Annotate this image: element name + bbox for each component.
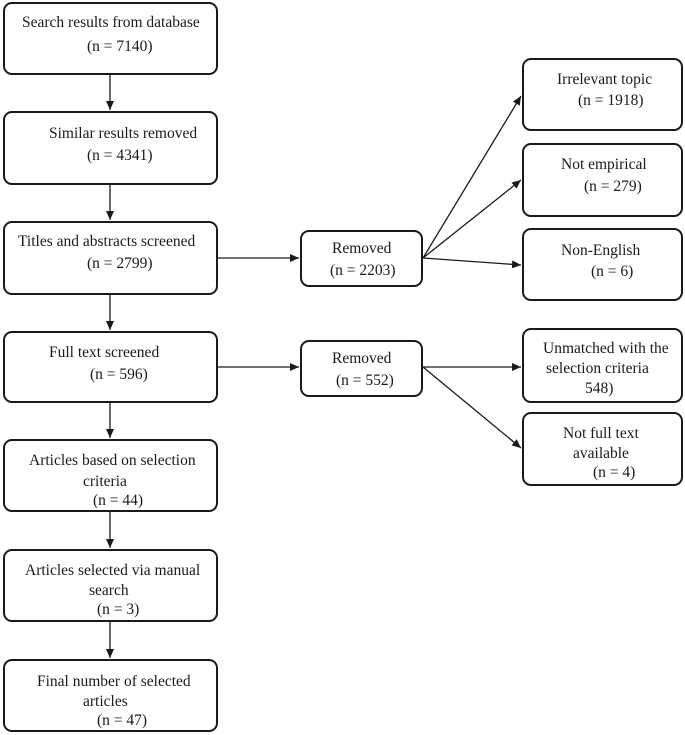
box-count: (n = 279) xyxy=(584,178,642,195)
box-title-line-1: Unmatched with the xyxy=(543,340,669,357)
arrow-removed-1-to-irrelevant xyxy=(422,95,522,259)
box-count: (n = 552) xyxy=(336,372,394,389)
box-count: (n = 7140) xyxy=(87,38,153,55)
box-count: (n = 6) xyxy=(591,263,634,280)
titles-abstracts-screened-box: Titles and abstracts screened (n = 2799) xyxy=(3,221,218,295)
reason-box-non-english: Non-English (n = 6) xyxy=(522,228,683,301)
box-title: Non-English xyxy=(561,242,641,259)
box-count: (n = 2799) xyxy=(87,255,153,272)
box-count: (n = 44) xyxy=(93,492,144,509)
box-count: (n = 4) xyxy=(593,464,636,481)
box-count: (n = 596) xyxy=(90,366,148,383)
box-title: Removed xyxy=(332,240,392,257)
removed-box-1: Removed (n = 2203) xyxy=(300,230,423,287)
manual-search-box: Articles selected via manual search (n =… xyxy=(3,549,218,622)
box-count: (n = 1918) xyxy=(578,92,644,109)
box-title: Irrelevant topic xyxy=(557,71,653,88)
reason-box-not-empirical: Not empirical (n = 279) xyxy=(522,143,683,217)
box-count: (n = 47) xyxy=(97,712,148,729)
arrow-removed-2-to-not-full-text xyxy=(422,366,522,449)
arrow-removed-1-to-not-empirical xyxy=(422,179,522,259)
box-title-line-2: search xyxy=(89,582,129,599)
box-count: 548) xyxy=(585,380,614,397)
box-title-line-1: Articles based on selection xyxy=(29,452,196,469)
box-title: Titles and abstracts screened xyxy=(18,233,196,250)
box-title-line-2: articles xyxy=(83,693,128,710)
reason-box-not-full-text: Not full text available (n = 4) xyxy=(522,412,683,486)
box-title-line-2: available xyxy=(573,445,629,462)
box-count: (n = 2203) xyxy=(330,262,396,279)
similar-removed-box: Similar results removed (n = 4341) xyxy=(3,111,218,185)
box-title-line-1: Not full text xyxy=(563,425,639,442)
arrow-removed-1-to-non-english xyxy=(422,257,522,269)
final-selected-box: Final number of selected articles (n = 4… xyxy=(3,659,218,732)
full-text-screened-box: Full text screened (n = 596) xyxy=(3,331,218,403)
box-title-line-2: selection criteria xyxy=(546,360,649,377)
box-title: Not empirical xyxy=(561,156,647,173)
reason-box-unmatched-criteria: Unmatched with the selection criteria 54… xyxy=(522,328,683,403)
box-count: (n = 4341) xyxy=(87,147,153,164)
box-title-line-1: Final number of selected xyxy=(37,673,191,690)
removed-box-2: Removed (n = 552) xyxy=(300,340,423,397)
search-results-box: Search results from database (n = 7140) xyxy=(3,2,218,75)
box-count: (n = 3) xyxy=(97,601,140,618)
box-title-line-1: Articles selected via manual xyxy=(25,562,201,579)
box-title: Similar results removed xyxy=(49,125,198,142)
box-title: Removed xyxy=(332,350,392,367)
box-title: Full text screened xyxy=(49,344,160,361)
articles-based-box: Articles based on selection criteria (n … xyxy=(3,439,218,512)
reason-box-irrelevant-topic: Irrelevant topic (n = 1918) xyxy=(522,58,683,131)
box-title: Search results from database xyxy=(22,14,200,31)
box-title-line-2: criteria xyxy=(83,473,127,490)
